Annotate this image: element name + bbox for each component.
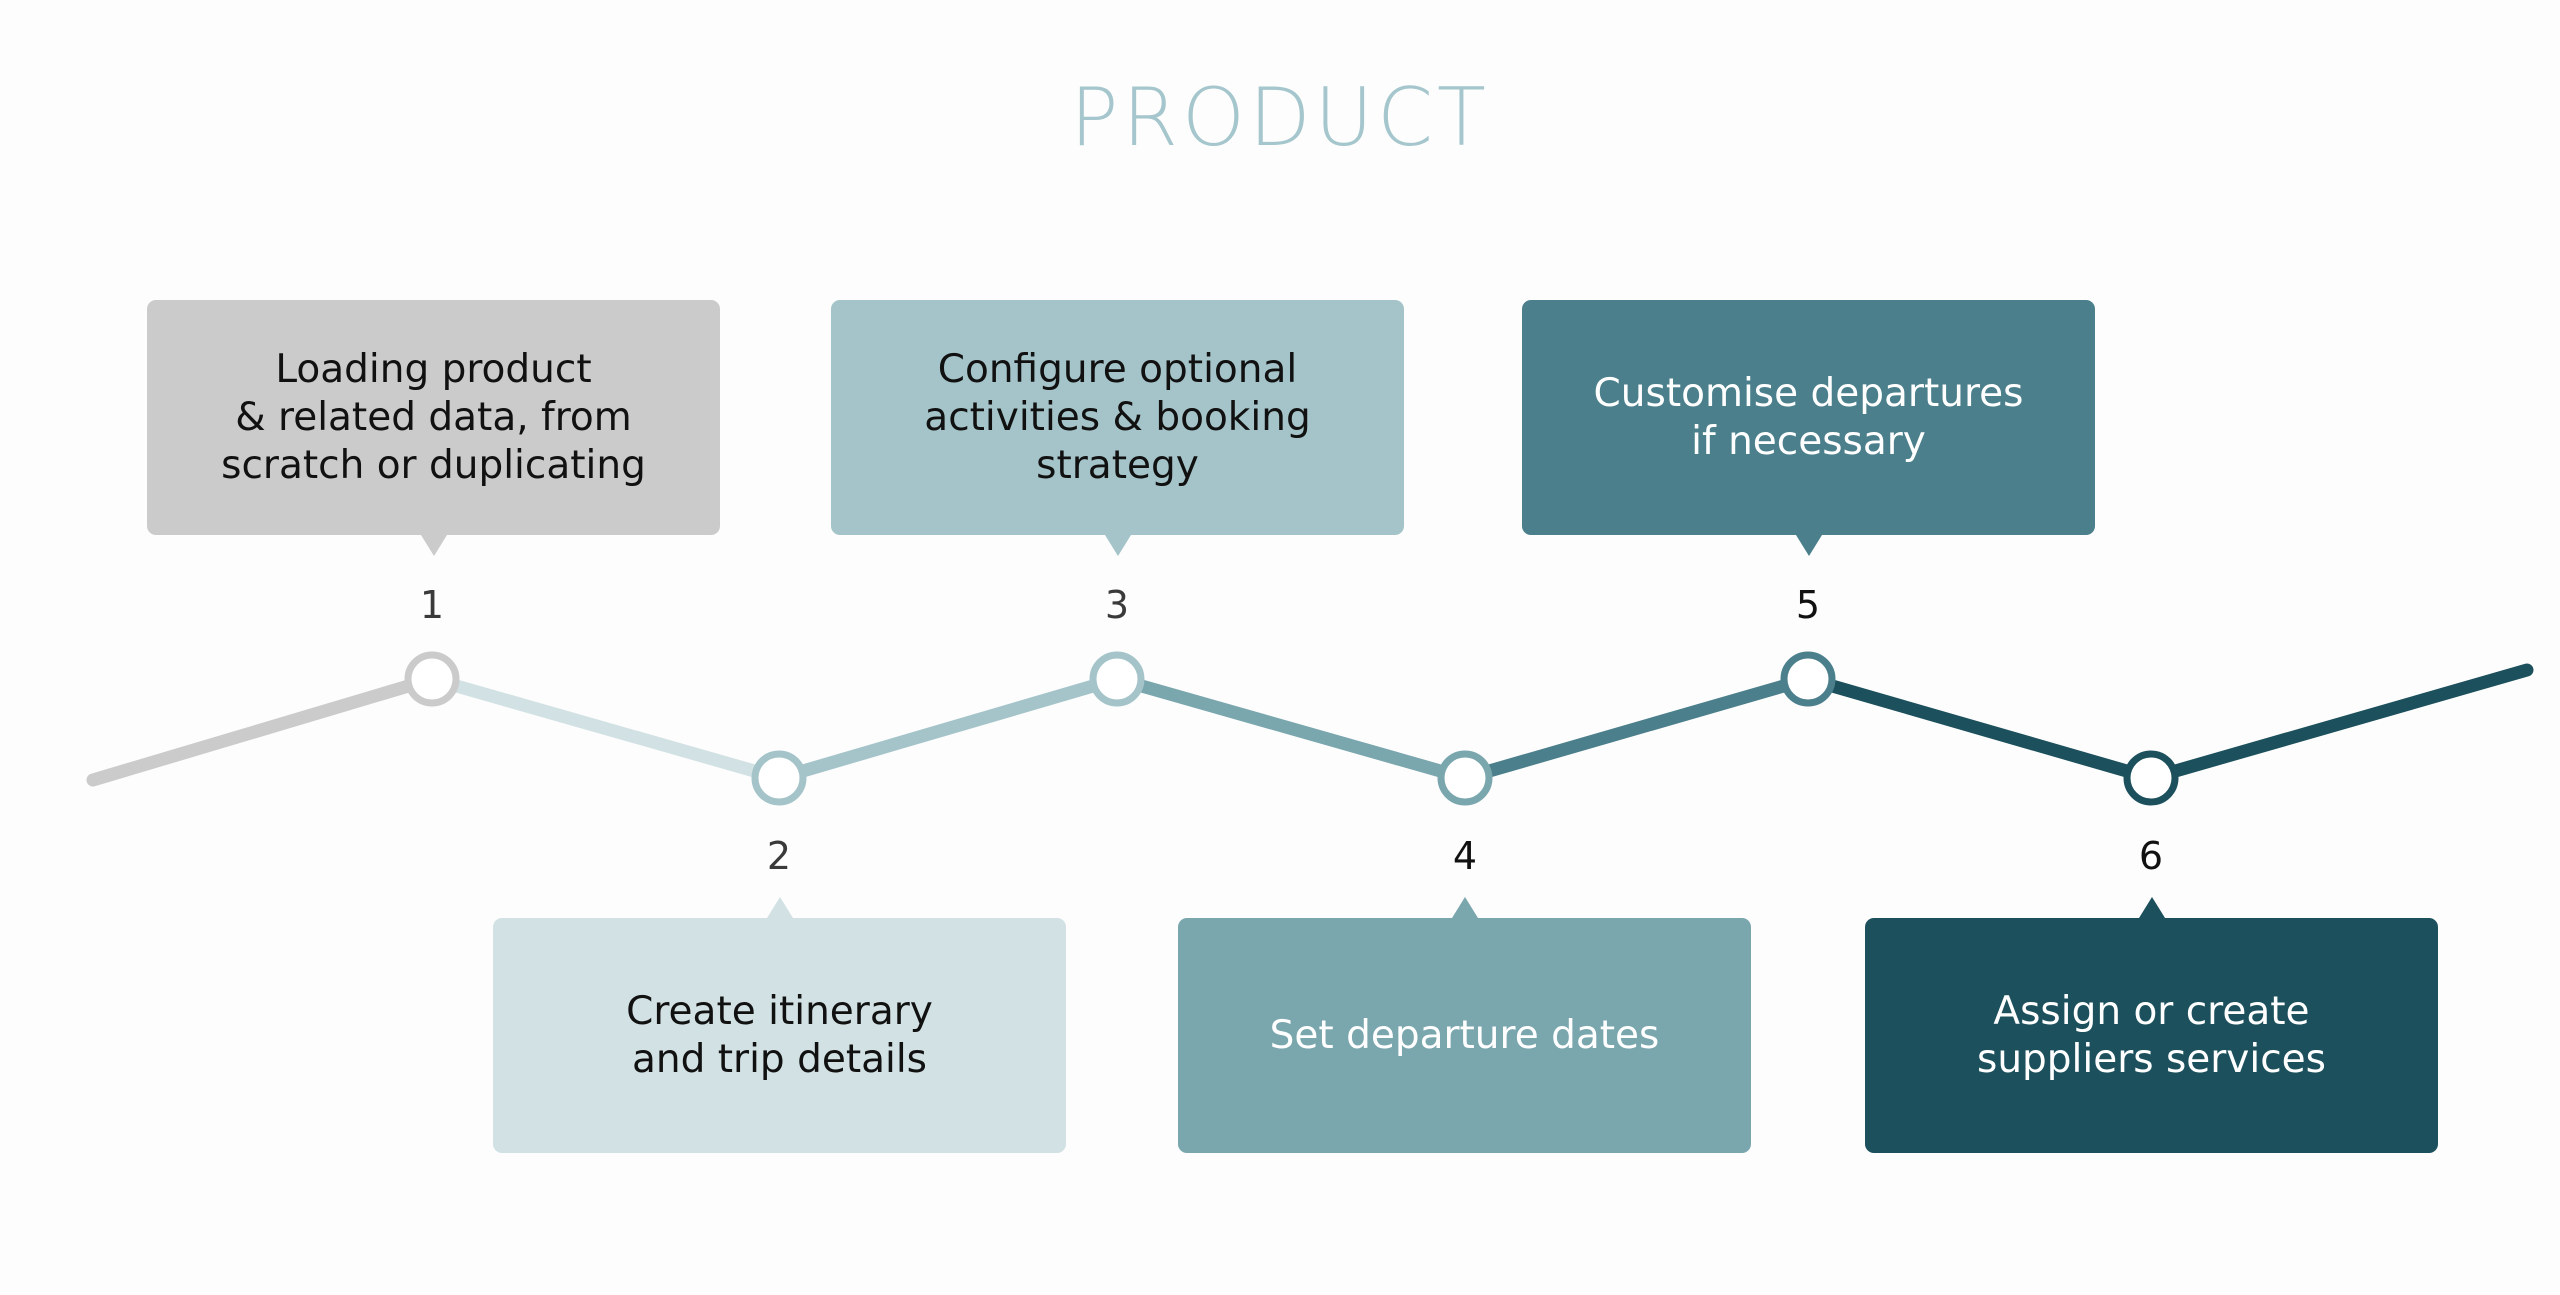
step-box-6: Assign or create suppliers services xyxy=(1865,897,2438,1153)
step-node-2 xyxy=(751,750,807,806)
step-node-6 xyxy=(2123,750,2179,806)
timeline-segment-end xyxy=(2144,663,2534,785)
callout-pointer xyxy=(2138,897,2165,918)
step-node-5 xyxy=(1780,651,1836,707)
step-description: Customise departures if necessary xyxy=(1593,370,2024,464)
step-node-3 xyxy=(1089,651,1145,707)
timeline-segment-start xyxy=(86,672,439,787)
timeline-segment-3-4 xyxy=(1110,672,1472,785)
callout-pointer xyxy=(1104,535,1131,556)
step-description: Set departure dates xyxy=(1269,1012,1660,1058)
step-box-4: Set departure dates xyxy=(1178,897,1751,1153)
step-box-2: Create itinerary and trip details xyxy=(493,897,1066,1153)
step-number-5: 5 xyxy=(1795,583,1821,627)
timeline-segment-1-2 xyxy=(425,672,786,785)
callout-pointer xyxy=(1795,535,1822,556)
step-node-4 xyxy=(1437,750,1493,806)
callout-pointer xyxy=(766,897,793,918)
step-number-1: 1 xyxy=(419,583,445,627)
timeline-segment-4-5 xyxy=(1458,672,1815,785)
timeline-segment-5-6 xyxy=(1801,672,2158,785)
step-number-3: 3 xyxy=(1104,583,1130,627)
step-box-3: Configure optional activities & booking … xyxy=(831,300,1404,556)
step-box-5: Customise departures if necessary xyxy=(1522,300,2095,556)
callout-pointer xyxy=(420,535,447,556)
step-number-2: 2 xyxy=(766,834,792,878)
step-number-6: 6 xyxy=(2138,834,2164,878)
callout-pointer xyxy=(1451,897,1478,918)
step-description: Assign or create suppliers services xyxy=(1977,988,2326,1082)
page-title: PRODUCT xyxy=(1070,71,1490,164)
timeline-segment-2-3 xyxy=(772,672,1124,785)
step-description: Configure optional activities & booking … xyxy=(924,346,1311,488)
step-box-1: Loading product & related data, from scr… xyxy=(147,300,720,556)
step-node-1 xyxy=(404,651,460,707)
step-number-4: 4 xyxy=(1452,834,1478,878)
step-description: Loading product & related data, from scr… xyxy=(221,346,646,488)
step-description: Create itinerary and trip details xyxy=(626,988,933,1082)
